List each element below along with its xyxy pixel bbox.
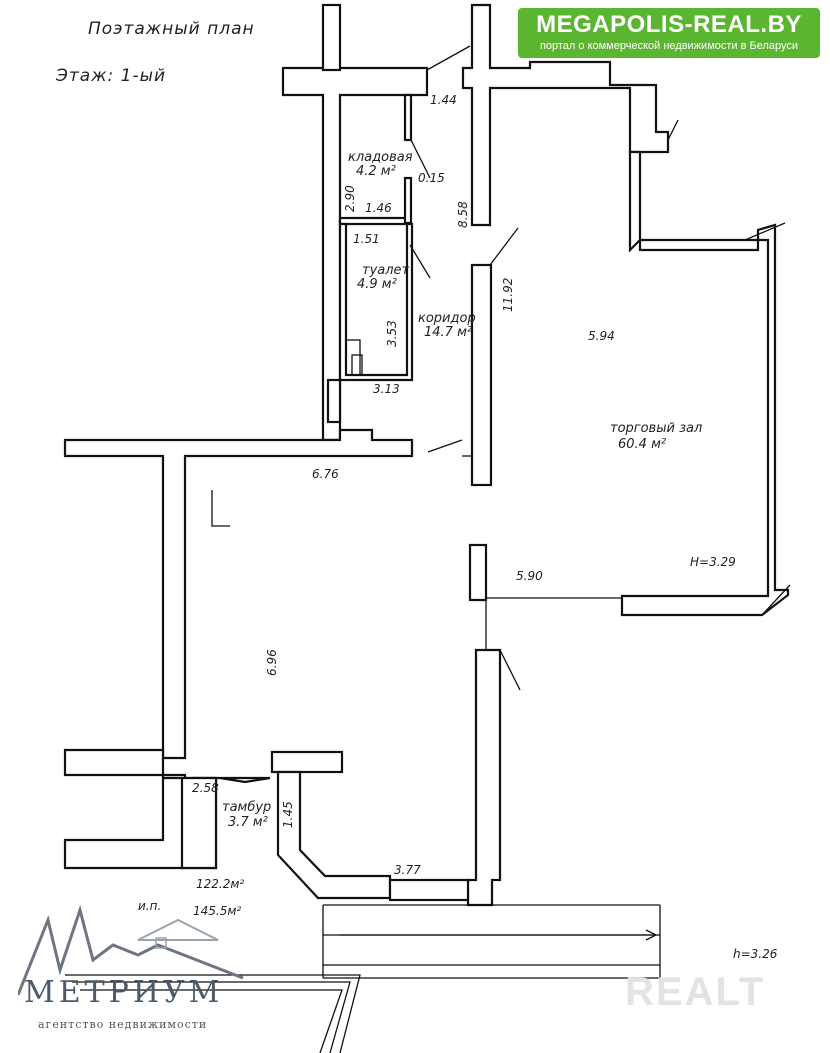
dim-3-53: 3.53: [385, 320, 399, 347]
dim-0-15: 0.15: [418, 171, 445, 185]
floor-label: Этаж: 1-ый: [55, 66, 166, 86]
room-hall-area: 60.4 м²: [618, 437, 666, 452]
dim-1-46: 1.46: [365, 201, 392, 215]
room-toilet-area: 4.9 м²: [357, 277, 397, 292]
dim-11-92: 11.92: [501, 278, 515, 312]
wall-hall-right: [620, 150, 790, 617]
room-corridor-name: коридор: [418, 311, 476, 326]
wall-entrance-pillar: [468, 543, 488, 602]
door-storage: [410, 139, 431, 179]
fixture-toilet: [345, 339, 361, 376]
room-corridor-area: 14.7 м²: [424, 325, 472, 340]
height-hall: H=3.29: [690, 555, 736, 569]
wall-corridor-right: [470, 263, 493, 487]
dim-3-13: 3.13: [373, 382, 400, 396]
street-arrow-head: [645, 929, 658, 941]
wall-vestibule-top: [270, 750, 344, 774]
dim-1-45: 1.45: [281, 801, 295, 828]
door-corridor: [427, 439, 463, 453]
ip-label: и.п.: [138, 899, 161, 913]
wall-vestibule-left: [163, 776, 271, 870]
ip-area: 145.5м²: [193, 904, 241, 918]
wall-toilet: [338, 222, 414, 382]
house-window-icon: [155, 937, 167, 949]
wall-corridor-post: [326, 378, 342, 424]
door-hall-right: [744, 222, 786, 241]
logo-zigzag-icon: [18, 904, 244, 996]
wall-vestibule-right: [276, 770, 392, 900]
wall-top-middle: [461, 3, 670, 227]
steps-3: [80, 989, 343, 1053]
house-roof-icon: [137, 918, 219, 941]
room-vestibule-name: тамбур: [222, 800, 271, 815]
door-toilet: [409, 244, 431, 279]
door-hall: [489, 227, 519, 266]
plan-title: Поэтажный план: [88, 19, 255, 39]
steps-2: [72, 981, 351, 1053]
walls: [63, 3, 790, 907]
room-hall-name: торговый зал: [610, 421, 702, 436]
dim-6-96: 6.96: [265, 649, 279, 676]
room-storage-area: 4.2 м²: [356, 164, 396, 179]
dim-2-90: 2.90: [343, 185, 357, 212]
wall-bottom-threshold: [388, 878, 470, 902]
megapolis-badge[interactable]: MEGAPOLIS-REAL.BY портал о коммерческой …: [518, 8, 820, 58]
realt-watermark: REALT: [625, 970, 766, 1014]
fixture-toilet-2: [351, 354, 363, 376]
door-top: [426, 45, 471, 71]
total-area: 122.2м²: [196, 877, 244, 891]
dim-8-58: 8.58: [456, 201, 470, 228]
wall-storage-stub: [403, 93, 413, 142]
dim-6-76: 6.76: [312, 467, 339, 481]
room-vestibule-area: 3.7 м²: [228, 815, 268, 830]
dim-5-94: 5.94: [588, 329, 615, 343]
dim-5-90: 5.90: [516, 569, 543, 583]
brand-name: МЕТРИУМ: [24, 975, 224, 1010]
steps-1: [65, 974, 361, 1053]
room-toilet-name: туалет: [362, 263, 410, 278]
thin-lines: [65, 45, 791, 1053]
door-lower: [499, 649, 521, 691]
wall-fixture-hook: [211, 490, 230, 527]
door-right: [667, 119, 679, 141]
brand-subtitle: агентство недвижимости: [38, 1018, 208, 1031]
metrium-logo: [18, 904, 244, 996]
badge-subtitle: портал о коммерческой недвижимости в Бел…: [539, 40, 799, 52]
wall-middle-horizontal: [63, 428, 414, 760]
door-hall-bottom: [761, 584, 791, 616]
wall-upper-vertical: [321, 3, 342, 72]
dim-3-77: 3.77: [394, 863, 421, 877]
dim-1-51: 1.51: [353, 232, 380, 246]
height-building: h=3.26: [733, 947, 778, 961]
wall-lower-right: [466, 648, 502, 907]
room-storage-name: кладовая: [348, 150, 413, 165]
badge-title: MEGAPOLIS-REAL.BY: [536, 11, 802, 38]
wall-storage-stub-2: [403, 176, 413, 225]
dim-1-44: 1.44: [430, 93, 457, 107]
dim-2-58: 2.58: [192, 781, 219, 795]
wall-storage-divider: [338, 216, 412, 226]
